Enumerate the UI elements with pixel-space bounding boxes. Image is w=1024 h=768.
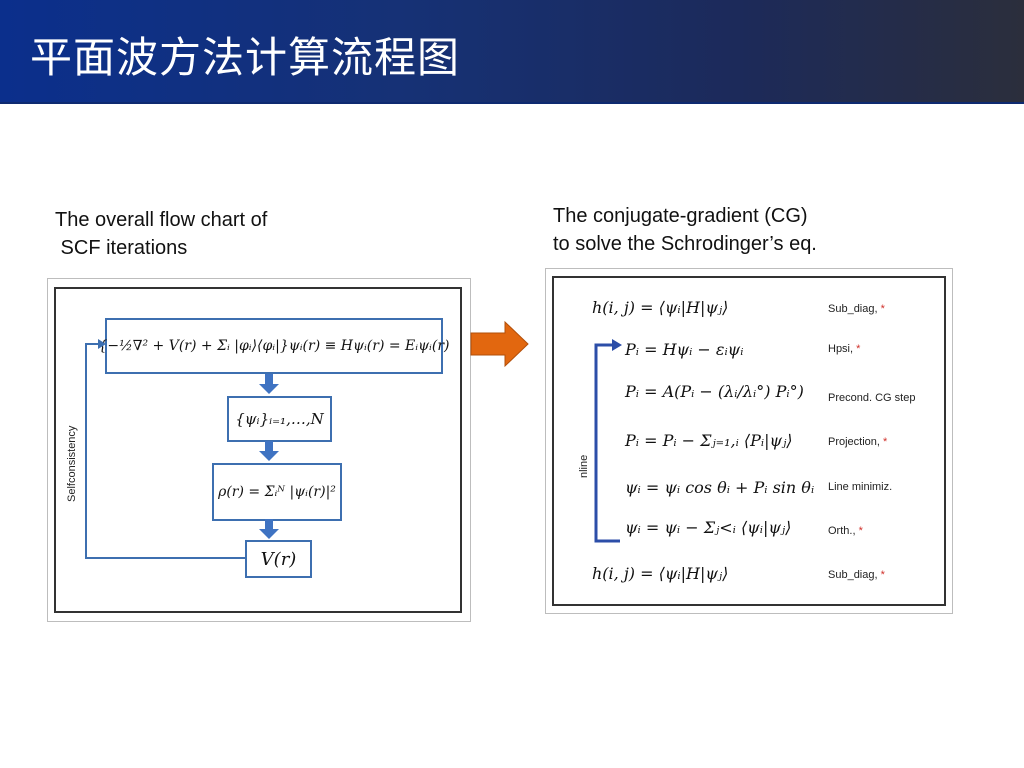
down-arrow-icon	[259, 441, 279, 461]
left-caption-line1: The overall flow chart of	[55, 209, 268, 231]
kohn-sham-equation: {−½∇² + V(r) + Σᵢ |φᵢ⟩⟨φᵢ|}ψᵢ(r) ≡ Hψᵢ(r…	[98, 338, 450, 354]
cg-eq-precond: Pᵢ = A(Pᵢ − (λᵢ/λᵢ°) Pᵢ°)	[625, 382, 804, 401]
scf-flowchart-frame	[54, 287, 462, 613]
density-equation: ρ(r) = Σᵢᴺ |ψᵢ(r)|²	[218, 484, 336, 500]
orange-arrow-icon	[470, 320, 529, 368]
cg-eq-orthogonalization: ψᵢ = ψᵢ − Σⱼ<ᵢ ⟨ψᵢ|ψⱼ⟩	[625, 518, 792, 537]
title-bar: 平面波方法计算流程图	[0, 0, 1024, 104]
cg-note-subdiag-bottom: Sub_diag, *	[828, 569, 885, 581]
left-caption-line2: SCF iterations	[55, 237, 188, 259]
kohn-sham-equation-box: {−½∇² + V(r) + Σᵢ |φᵢ⟩⟨φᵢ|}ψᵢ(r) ≡ Hψᵢ(r…	[99, 318, 450, 374]
cg-eq-line-minimization: ψᵢ = ψᵢ cos θᵢ + Pᵢ sin θᵢ	[625, 478, 815, 497]
down-arrow-icon	[259, 374, 279, 394]
cg-eq-subdiag-bottom: h(i, j) = ⟨ψᵢ|H|ψⱼ⟩	[592, 564, 729, 583]
potential-label: V(r)	[260, 548, 297, 570]
right-caption: The conjugate-gradient (CG) to solve the…	[553, 202, 817, 258]
cg-note-line-minimization: Line minimiz.	[828, 481, 893, 493]
down-arrow-icon	[259, 519, 279, 539]
cg-note-subdiag-top: Sub_diag, *	[828, 303, 885, 315]
cg-note-orthogonalization: Orth., *	[828, 525, 863, 537]
nline-loop	[594, 343, 620, 543]
right-caption-line2: to solve the Schrodinger’s eq.	[553, 233, 817, 255]
wavefunctions-label: {ψᵢ}ᵢ₌₁,…,N	[235, 410, 324, 428]
cg-panel	[545, 268, 953, 614]
nline-arrowhead-icon	[612, 339, 622, 351]
selfconsistency-loop	[85, 343, 245, 559]
wavefunctions-box: {ψᵢ}ᵢ₌₁,…,N	[227, 396, 332, 442]
cg-eq-hpsi: Pᵢ = Hψᵢ − εᵢψᵢ	[625, 340, 744, 359]
potential-box: V(r)	[245, 540, 312, 578]
cg-note-hpsi: Hpsi, *	[828, 343, 861, 355]
cg-note-projection: Projection, *	[828, 436, 888, 448]
left-caption: The overall flow chart of SCF iterations	[55, 206, 267, 262]
loop-arrowhead-icon	[98, 339, 106, 349]
right-caption-line1: The conjugate-gradient (CG)	[553, 205, 808, 227]
cg-eq-projection: Pᵢ = Pᵢ − Σⱼ₌₁,ᵢ ⟨Pᵢ|ψⱼ⟩	[625, 431, 793, 450]
cg-eq-subdiag-top: h(i, j) = ⟨ψᵢ|H|ψⱼ⟩	[592, 298, 729, 317]
density-box: ρ(r) = Σᵢᴺ |ψᵢ(r)|²	[212, 463, 342, 521]
cg-note-precond: Precond. CG step	[828, 392, 916, 404]
slide-title: 平面波方法计算流程图	[30, 33, 461, 82]
cg-frame	[552, 276, 946, 606]
